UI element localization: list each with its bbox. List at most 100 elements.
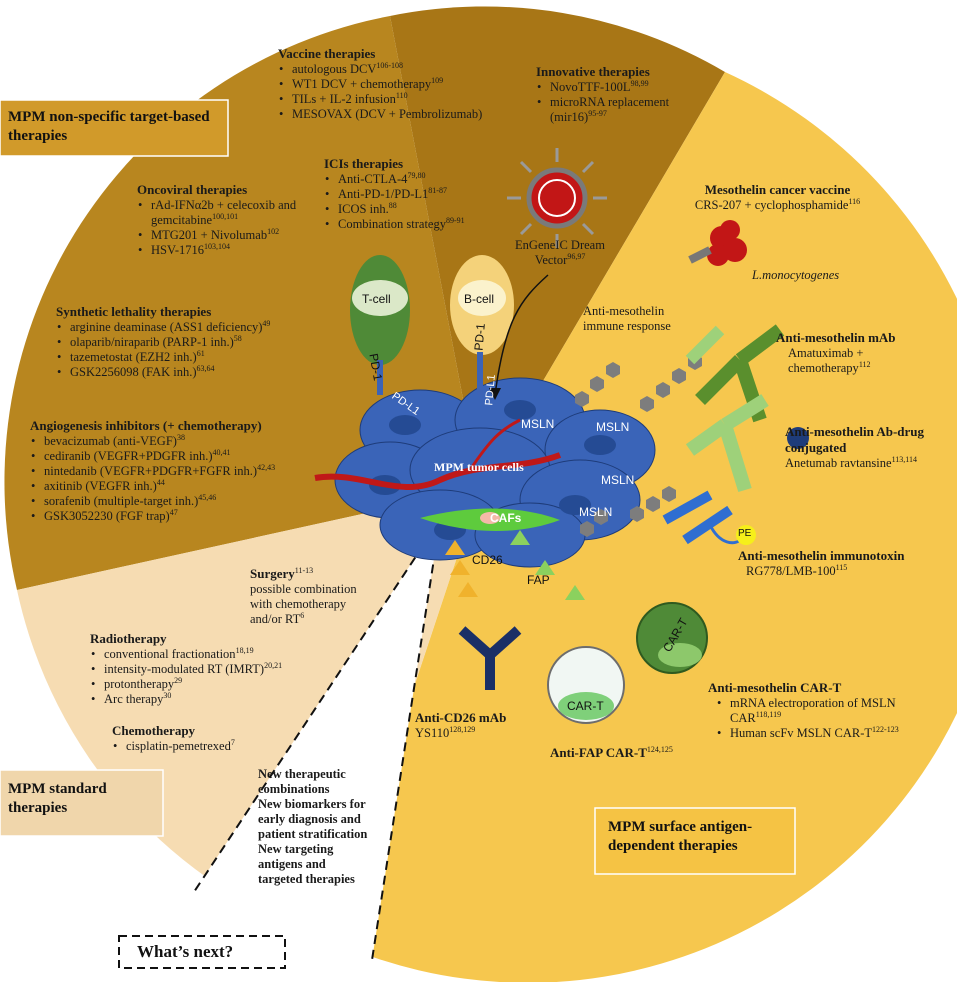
caf-label: CAFs [490,511,522,525]
pd1-label-b: PD-1 [471,322,488,352]
list-item: MESOVAX (DCV + Pembrolizumab) [278,107,538,122]
msln-label-1: MSLN [521,417,555,431]
meso-vaccine-title: Mesothelin cancer vaccine [704,182,851,197]
nonspecific-label: MPM non-specific target-based therapies [8,109,210,144]
list-item: conventional fractionation18,19 [90,646,350,662]
list-item: Anti-PD-1/PD-L181-87 [324,186,524,202]
surgery-title: Surgery [250,566,295,581]
bcell-label: B-cell [464,292,495,306]
surgery-block: Surgery11-13 possible combination with c… [250,566,390,627]
innovative-therapies: Innovative therapies NovoTTF-100L98,99 m… [536,64,681,125]
list-item: axitinib (VEGFR inh.)44 [30,478,315,494]
list-item: GSK2256098 (FAK inh.)63,64 [56,364,336,380]
list-item: autologous DCV106-108 [278,61,538,77]
anti-meso-mab-title: Anti-mesothelin mAb [776,330,896,345]
cd26-markers [445,540,478,597]
anti-meso-adc: Anti-mesothelin Ab-drug conjugated Anetu… [785,424,925,470]
innovative-list: NovoTTF-100L98,99 microRNA replacement (… [536,79,681,125]
nonspecific-label-box [0,99,229,157]
msln-label-2: MSLN [596,420,630,434]
listeria-label: L.monocytogenes [752,268,840,282]
radiotherapy-block: Radiotherapy conventional fractionation1… [90,631,350,707]
whats-next-label: What’s next? [137,942,234,961]
whats-next-box [118,935,286,969]
ici-therapies: ICIs therapies Anti-CTLA-479,80 Anti-PD-… [324,156,524,232]
anti-meso-immunotoxin: Anti-mesothelin immunotoxin RG778/LMB-10… [738,548,905,578]
fap-label: FAP [527,573,550,587]
list-item: Human scFv MSLN CAR-T122-123 [716,725,913,741]
bcell-nucleus [458,280,506,316]
immunotoxin-icon [662,490,756,545]
angio-list: bevacizumab (anti-VEGF)38 cediranib (VEG… [30,433,315,524]
listeria-icon [688,220,747,266]
anti-meso-cart: Anti-mesothelin CAR-T mRNA electroporati… [708,680,913,741]
engeneic-arrow [494,274,549,396]
surface-label-box [594,807,796,875]
pe-label: PE [738,528,752,539]
chemotherapy-title: Chemotherapy [112,723,196,738]
fap-markers [510,530,585,600]
msln-label-4: MSLN [579,505,613,519]
oncoviral-therapies: Oncoviral therapies rAd-IFNα2b + celecox… [137,182,337,258]
cart-meso-nucleus [658,643,702,667]
cd26-label: CD26 [472,553,503,567]
list-item: Anti-CTLA-479,80 [324,171,524,187]
synthetic-list: arginine deaminase (ASS1 deficiency)49 o… [56,319,336,380]
ici-list: Anti-CTLA-479,80 Anti-PD-1/PD-L181-87 IC… [324,171,524,232]
list-item: ICOS inh.88 [324,201,524,217]
list-item: cisplatin-pemetrexed7 [112,738,312,754]
synthetic-lethality: Synthetic lethality therapies arginine d… [56,304,336,380]
surface-sector [330,72,957,982]
list-item: Arc therapy30 [90,691,350,707]
list-item: GSK3052230 (FGF trap)47 [30,508,315,524]
blood-vessel-branch [468,418,521,471]
list-item: nintedanib (VEGFR+PDGFR+FGFR inh.)42,43 [30,463,294,479]
anti-cd26: Anti-CD26 mAb YS110128,129 [415,710,507,740]
engeneic-arrowhead [489,388,501,400]
list-item: protontherapy29 [90,676,350,692]
anti-fap-cart: Anti-FAP CAR-T124,125 [550,744,673,760]
tcell-label: T-cell [362,292,391,306]
adc-antibody-icon [685,394,809,493]
vaccine-therapies: Vaccine therapies autologous DCV106-108 … [278,46,538,122]
list-item: bevacizumab (anti-VEGF)38 [30,433,315,449]
radiotherapy-list: conventional fractionation18,19 intensit… [90,646,350,707]
anti-cd26-antibody-icon [458,626,522,690]
standard-label: MPM standard therapies [8,781,107,816]
list-item: cediranib (VEGFR+PDGFR inh.)40,41 [30,448,315,464]
angio-title: Angiogenesis inhibitors (+ chemotherapy) [30,418,262,433]
angiogenesis-inhibitors: Angiogenesis inhibitors (+ chemotherapy)… [30,418,315,524]
list-item: microRNA replacement (mir16)95-97 [536,95,681,125]
whats-next-text: New therapeutic combinations New biomark… [258,767,368,886]
vaccine-list: autologous DCV106-108 WT1 DCV + chemothe… [278,61,538,122]
list-item: Combination strategy89-91 [324,216,524,232]
synthetic-title: Synthetic lethality therapies [56,304,212,319]
tcell-nucleus [352,280,408,316]
list-item: intensity-modulated RT (IMRT)20,21 [90,661,350,677]
cart-label-2: CAR-T [567,699,604,713]
msln-label-3: MSLN [601,473,635,487]
meso-vaccine-text: CRS-207 + cyclophosphamide116 [694,196,861,212]
surgery-line: and/or RT6 [250,610,305,626]
cart-fap-nucleus [558,692,614,720]
standard-label-box [0,769,164,837]
radiotherapy-title: Radiotherapy [90,631,167,646]
list-item: HSV-1716103,104 [137,242,337,258]
list-item: MTG201 + Nivolumab102 [137,227,337,243]
ici-title: ICIs therapies [324,156,404,171]
anti-meso-response: Anti-mesothelin immune response [583,304,671,333]
tumor-label: MPM tumor cells [434,460,524,474]
meso-vaccine: Mesothelin cancer vaccine CRS-207 + cycl… [660,182,895,213]
surgery-line: possible combination [250,582,357,596]
engeneic-label: EnGeneIC Dream Vector96,97 [515,238,605,267]
surface-label: MPM surface antigen-dependent therapies [608,819,753,854]
whats-next-wedge [192,520,440,960]
list-item: TILs + IL-2 infusion110 [278,91,538,107]
chemotherapy-list: cisplatin-pemetrexed7 [112,738,312,754]
blood-vessel [314,452,562,490]
anti-meso-mab: Anti-mesothelin mAb Amatuximab + chemoth… [776,330,936,376]
list-item: NovoTTF-100L98,99 [536,79,681,95]
list-item: rAd-IFNα2b + celecoxib and gemcitabine10… [137,198,337,228]
list-item: WT1 DCV + chemotherapy109 [278,76,538,92]
list-item: olaparib/niraparib (PARP-1 inh.)58 [56,334,336,350]
